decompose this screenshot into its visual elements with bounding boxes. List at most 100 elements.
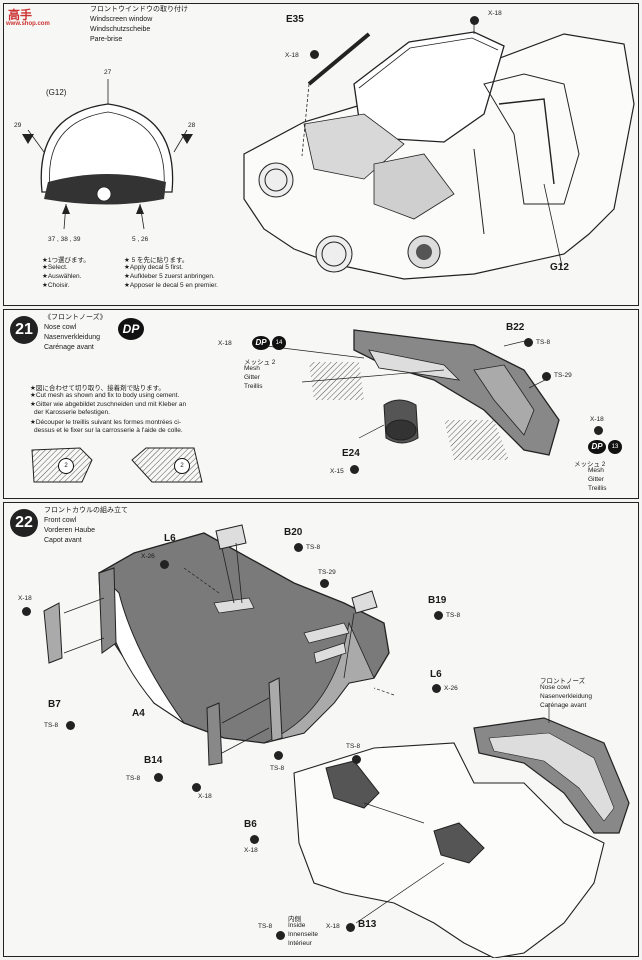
step20-title-fr: Pare-brise — [90, 36, 123, 43]
cut-note-5: ★Découper le treillis suivant les formes… — [30, 419, 182, 426]
mesh-right-fr: Treillis — [588, 485, 607, 492]
ts8-b20-dot — [294, 543, 303, 552]
ts8-dot — [524, 338, 533, 347]
watermark-brand: 高手 — [8, 8, 33, 22]
apply-note-4: ★Apposer le decal 5 en premier. — [124, 282, 218, 289]
dp-badge-14: DP — [252, 336, 270, 350]
part-b19-label: B19 — [428, 595, 447, 606]
part-b13-label: B13 — [358, 919, 377, 930]
mesh-left-en: Mesh — [244, 365, 260, 372]
decal-29-label: 29 — [14, 122, 22, 129]
ts8-inner-label: TS-8 — [346, 743, 361, 750]
step-20-panel: 高手 www.shop.com フロントウインドウの取り付け Windscree… — [3, 3, 639, 306]
step-21-number: 21 — [10, 316, 38, 344]
mesh-right-de: Gitter — [588, 476, 604, 483]
step21-title-jp: 《フロントノーズ》 — [44, 314, 107, 321]
x18-b6-dot — [250, 835, 259, 844]
step22-illustration — [43, 524, 630, 958]
step20-title-jp: フロントウインドウの取り付け — [90, 6, 188, 13]
part-b20-label: B20 — [284, 527, 303, 538]
step21-title-de: Nasenverkleidung — [44, 334, 101, 341]
ts8-b7-label: TS-8 — [44, 722, 59, 729]
select-note-3: ★Auswählen. — [42, 273, 82, 280]
x18-b13-dot — [346, 923, 355, 932]
ts8-b20-label: TS-8 — [306, 544, 321, 551]
apply-note-3: ★Aufkleber 5 zuerst anbringen. — [124, 273, 215, 280]
step20-title-de: Windschutzscheibe — [90, 26, 151, 33]
x18-left-label: X-18 — [18, 595, 32, 602]
nose-cowl-de: Nasenverkleidung — [540, 693, 593, 700]
x18-b14-label: X-18 — [198, 793, 212, 800]
ts8-b13-label: TS-8 — [258, 923, 273, 930]
part-e35-label: E35 — [286, 14, 304, 25]
dp-badge-main: DP — [118, 318, 144, 340]
decal-27-label: 27 — [104, 69, 112, 76]
nose-cowl-jp: フロントノーズ — [540, 678, 586, 685]
part-b14-label: B14 — [144, 755, 163, 766]
x26-top-dot — [160, 560, 169, 569]
step22-title-jp: フロントカウルの組み立て — [44, 507, 128, 514]
part-g12-label: G12 — [550, 262, 569, 273]
nose-cowl-fr: Carénage avant — [540, 702, 587, 709]
step22-title-de: Vorderen Haube — [44, 527, 95, 534]
select-note-1: ★1つ選びます。 — [42, 257, 90, 264]
mesh-left-jp: メッシュ 2 — [244, 359, 276, 366]
part-b7-label: B7 — [48, 699, 61, 710]
ts29-dot — [320, 579, 329, 588]
inner-fr: Intérieur — [288, 940, 312, 947]
x15-label: X-15 — [330, 468, 344, 475]
part-e24-label: E24 — [342, 448, 360, 459]
step20-illustration — [22, 24, 635, 280]
ts8-b14-dot — [154, 773, 163, 782]
x18-b14-dot — [192, 783, 201, 792]
ts29-dot — [542, 372, 551, 381]
part-l6-right-label: L6 — [430, 669, 442, 680]
step22-title-en: Front cowl — [44, 517, 77, 524]
mesh-right-jp: メッシュ 2 — [574, 461, 606, 468]
part-b6-label: B6 — [244, 819, 257, 830]
ts29-label: TS-29 — [554, 372, 572, 379]
apply-note-2: ★Apply decal 5 first. — [124, 264, 183, 271]
dp13-number: 13 — [608, 440, 622, 454]
mesh-right-en: Mesh — [588, 467, 604, 474]
part-a4-label: A4 — [132, 708, 145, 719]
cut-note-2: ★Cut mesh as shown and fix to body using… — [30, 392, 180, 399]
ts8-b19-dot — [434, 611, 443, 620]
step-22-panel: 22 フロントカウルの組み立て Front cowl Vorderen Haub… — [3, 502, 639, 958]
x18-left-dot — [22, 607, 31, 616]
dp-badge-13: DP — [588, 440, 606, 454]
decal-37-38-39-label: 37 , 38 , 39 — [48, 236, 81, 243]
step21-illustration — [31, 329, 560, 483]
inner-jp: 内側 — [288, 916, 301, 923]
ts8-b14-label: TS-8 — [126, 775, 141, 782]
x26-top-label: X-26 — [141, 553, 155, 560]
cut-note-3: ★Gitter wie abgebildet zuschneiden und m… — [30, 401, 187, 408]
x18-right-label: X-18 — [590, 416, 604, 423]
part-l6-top-label: L6 — [164, 533, 176, 544]
step22-title-fr: Capot avant — [44, 537, 82, 544]
ts29-label: TS-29 — [318, 569, 336, 576]
ts8-inner-dot — [352, 755, 361, 764]
mesh-left-de: Gitter — [244, 374, 260, 381]
dp14-number: 14 — [272, 336, 286, 350]
step-22-number: 22 — [10, 509, 38, 537]
part-b22-label: B22 — [506, 322, 525, 333]
mesh-template-left-number: 2 — [58, 458, 74, 474]
x18-left-label: X-18 — [218, 340, 232, 347]
step21-title-fr: Carénage avant — [44, 344, 94, 351]
mesh-template-right-number: 2 — [174, 458, 190, 474]
cut-note-6: dessus et le fixer sur la carrosserie à … — [34, 427, 183, 434]
ts8-b19-label: TS-8 — [446, 612, 461, 619]
x18-dot-b — [470, 16, 479, 25]
ts8-label: TS-8 — [536, 339, 551, 346]
x18-dot-a — [310, 50, 319, 59]
x18-label-a: X-18 — [285, 52, 299, 59]
decal-28-label: 28 — [188, 122, 196, 129]
apply-note-1: ★ 5 を先に貼ります。 — [124, 257, 189, 264]
cut-note-1: ★図に合わせて切り取り、接着剤で貼ります。 — [30, 385, 165, 392]
decal-5-26-label: 5 , 26 — [132, 236, 149, 243]
ts8-mid-dot — [274, 751, 283, 760]
step-21-panel: 21 《フロントノーズ》 Nose cowl Nasenverkleidung … — [3, 309, 639, 499]
ts8-mid-label: TS-8 — [270, 765, 285, 772]
ts8-b7-dot — [66, 721, 75, 730]
